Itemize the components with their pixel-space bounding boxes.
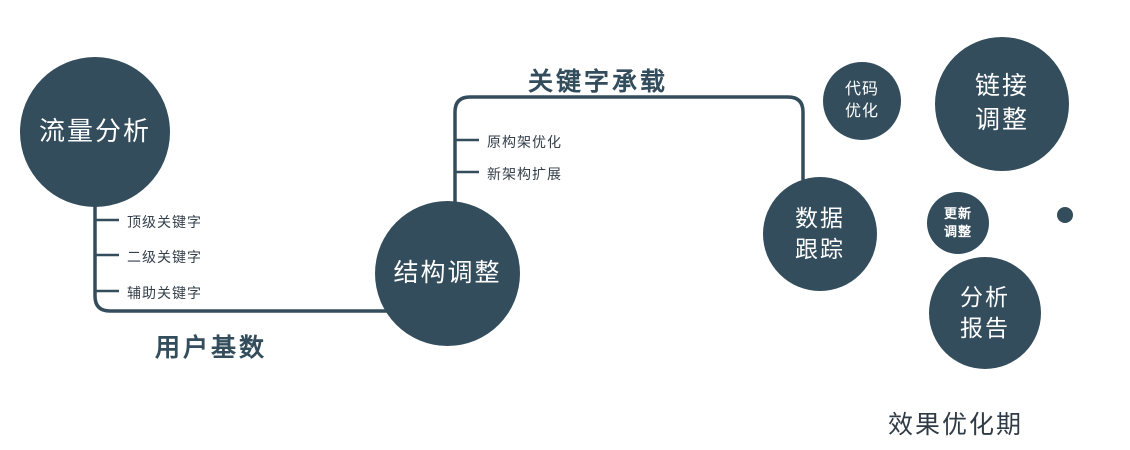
node-link-adjust-line2: 调整 <box>974 106 1029 134</box>
edge-label-keyword-carry: 关键字承载 <box>528 68 669 96</box>
node-analysis-report-line2: 报告 <box>960 315 1010 341</box>
node-link-adjust-line1: 链接 <box>974 72 1029 101</box>
connector-structure-tracking <box>453 95 805 210</box>
node-code-optimize: 代码 优化 <box>823 62 901 140</box>
node-update-adjust-line2: 调整 <box>943 224 972 239</box>
branch-label-aux-keywords: 辅助关键字 <box>127 285 202 301</box>
branch-label-second-keywords: 二级关键字 <box>127 249 202 265</box>
node-data-tracking-line2: 跟踪 <box>795 236 845 262</box>
node-structure-adjust-label: 结构调整 <box>393 258 502 287</box>
connector-traffic-structure <box>93 200 388 313</box>
node-analysis-report-line1: 分析 <box>960 283 1010 310</box>
node-data-tracking-line1: 数据 <box>795 204 845 231</box>
node-structure-adjust: 结构调整 <box>375 201 520 346</box>
node-code-optimize-line1: 代码 <box>844 81 879 99</box>
edge-label-user-base: 用户基数 <box>155 334 268 362</box>
node-update-adjust-line1: 更新 <box>943 206 972 222</box>
node-link-adjust: 链接 调整 <box>935 37 1069 171</box>
branch-label-orig-arch: 原构架优化 <box>487 134 562 150</box>
edge-label-effect-period: 效果优化期 <box>888 411 1024 439</box>
node-traffic-analysis: 流量分析 <box>20 57 170 207</box>
node-analysis-report: 分析 报告 <box>929 257 1041 369</box>
branch-label-new-arch: 新架构扩展 <box>487 166 562 182</box>
node-code-optimize-line2: 优化 <box>844 103 879 120</box>
node-data-tracking: 数据 跟踪 <box>763 177 877 291</box>
node-traffic-analysis-label: 流量分析 <box>38 116 151 147</box>
branch-label-top-keywords: 顶级关键字 <box>127 214 202 230</box>
node-update-adjust: 更新 调整 <box>927 192 989 254</box>
small-dot-marker <box>1057 207 1073 223</box>
